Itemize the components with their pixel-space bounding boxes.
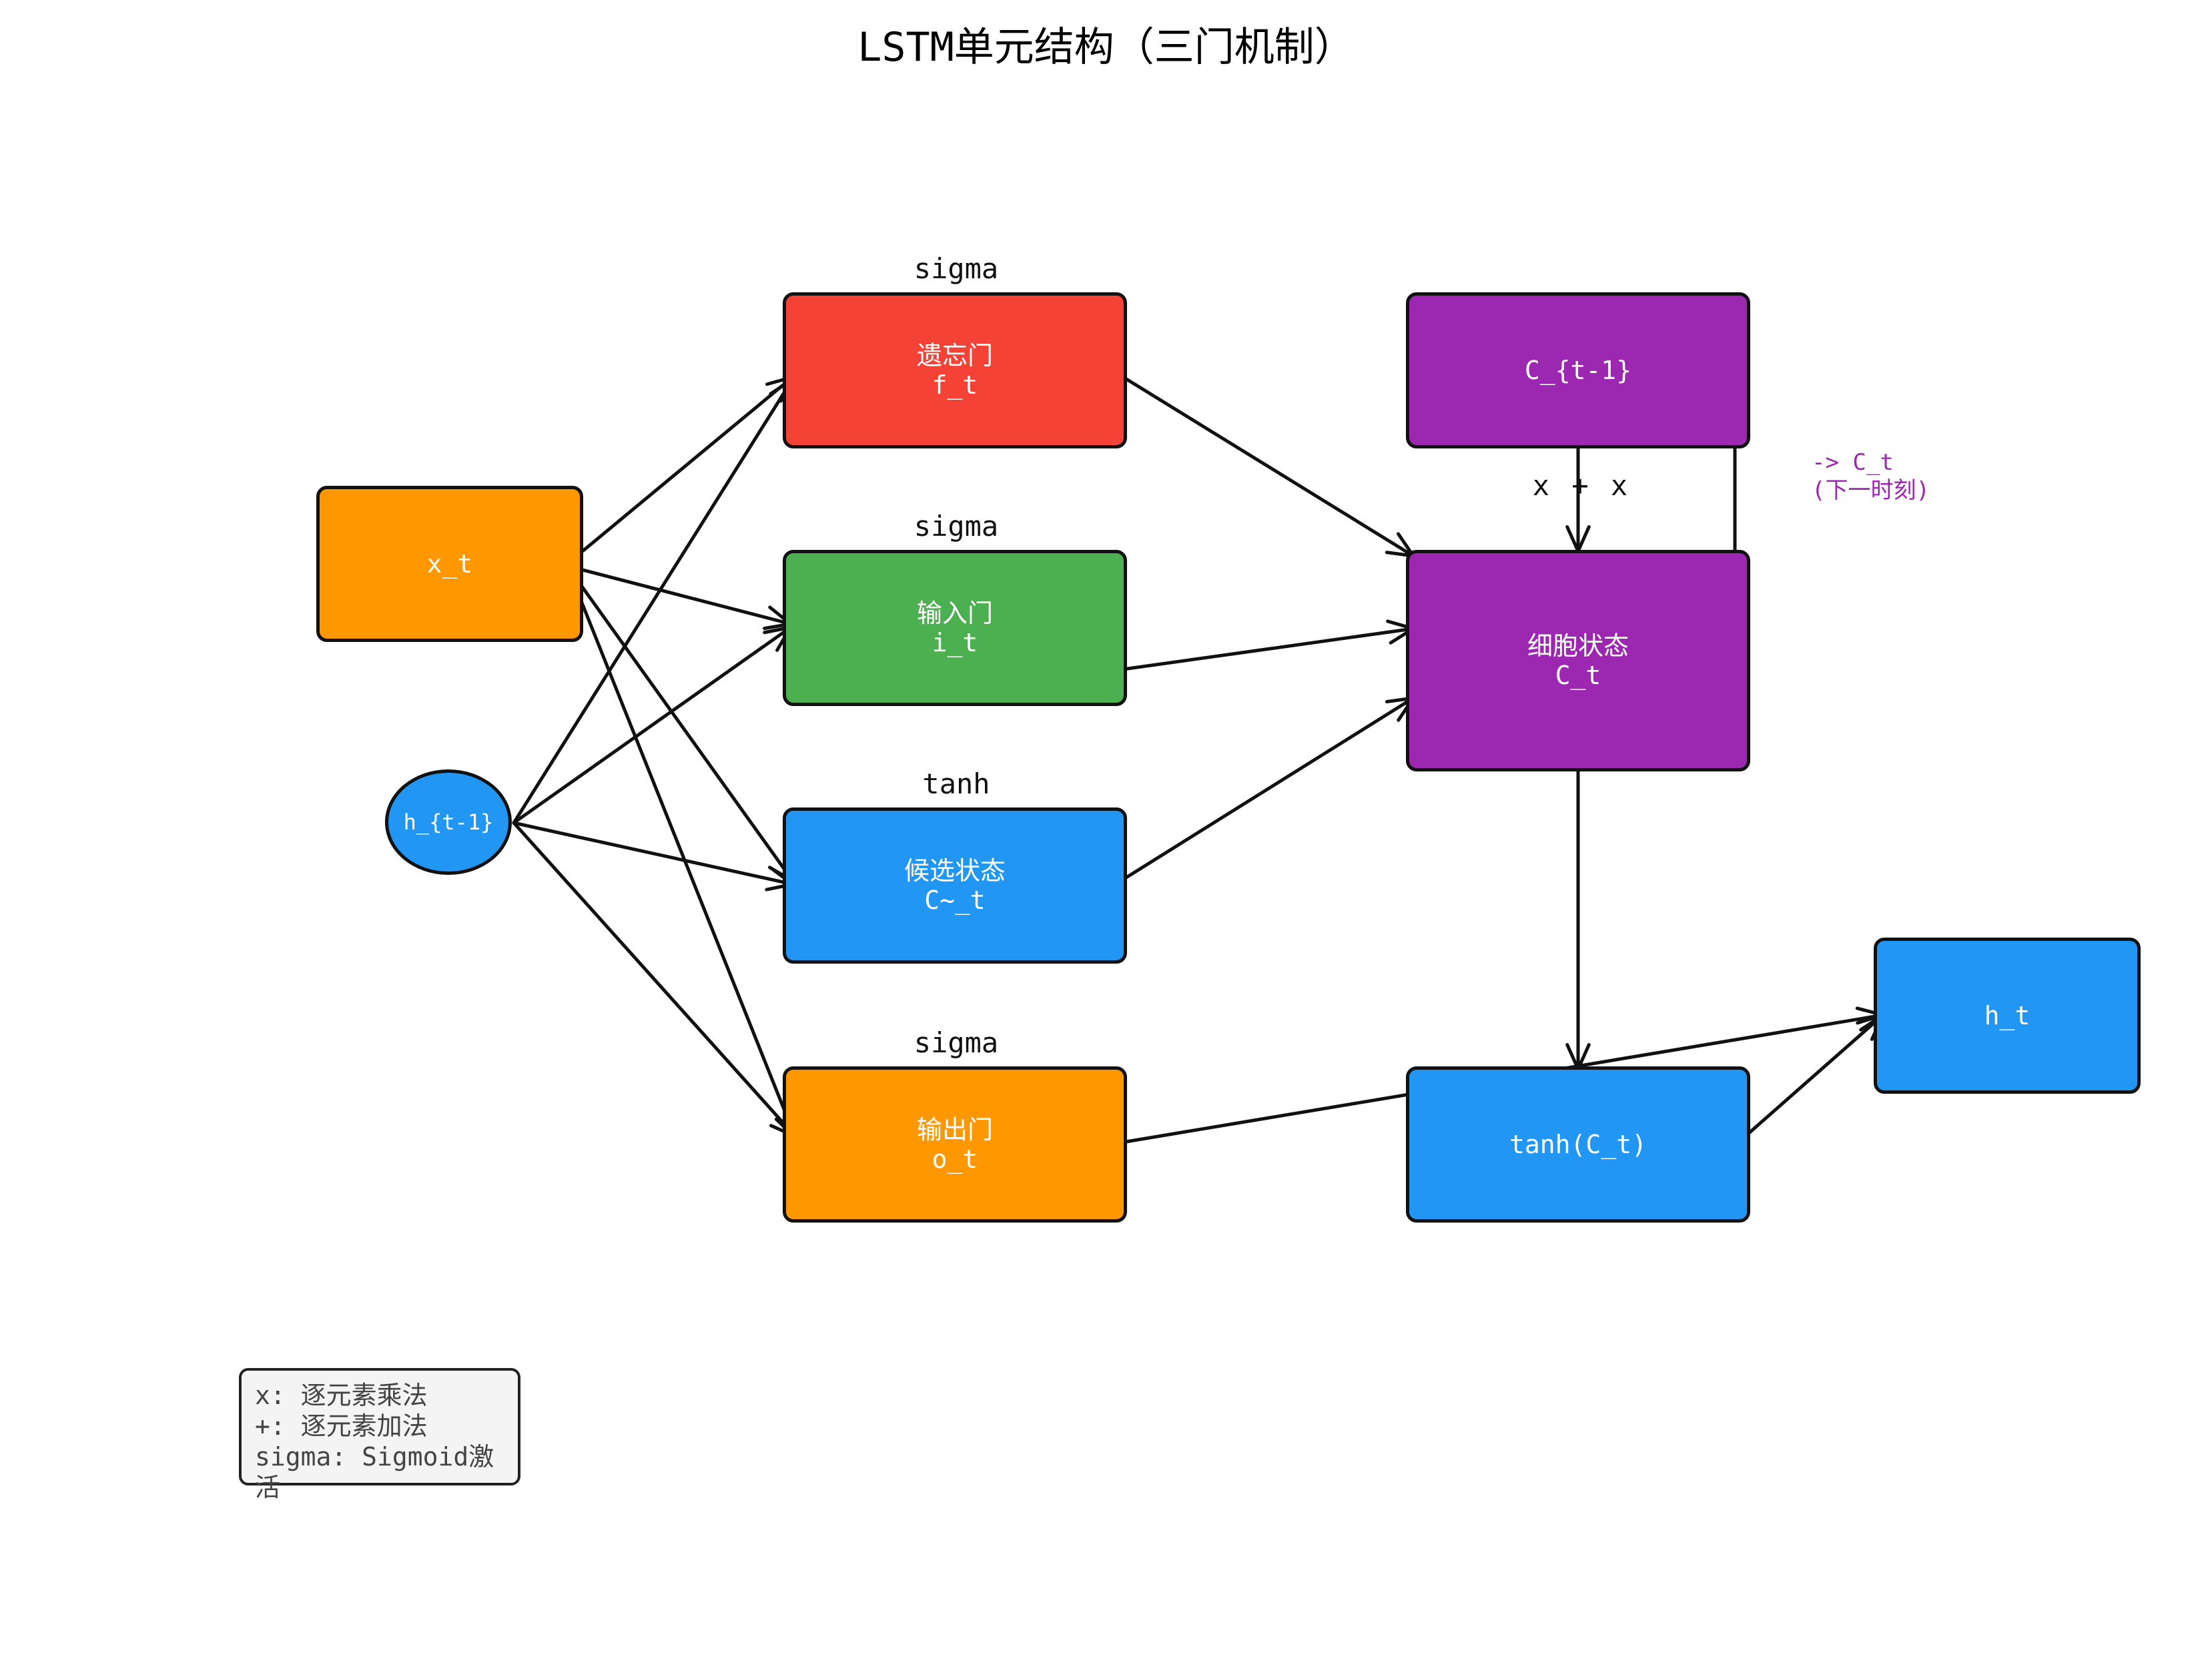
forget-gate-activation: sigma: [913, 252, 999, 285]
candidate-state-symbol: C~_t: [924, 886, 986, 915]
output-gate-activation: sigma: [913, 1026, 999, 1059]
h-prev-label: h_{t-1}: [403, 809, 494, 835]
candidate-activation: tanh: [922, 767, 990, 800]
next-step-line1: -> C_t: [1812, 449, 1894, 476]
input-gate-name: 输入门: [916, 599, 993, 628]
arrow-h-to-forget: [512, 377, 795, 825]
tanh-c-label: tanh(C_t): [1509, 1130, 1647, 1159]
output-gate-symbol: o_t: [932, 1144, 978, 1174]
legend-sigma: sigma: Sigmoid激活: [255, 1442, 494, 1502]
arrow-forget-to-cell: [1116, 372, 1415, 558]
input-gate-box: 输入门 i_t: [783, 550, 1127, 706]
c-prev-box: C_{t-1}: [1406, 292, 1750, 448]
candidate-state-name: 候选状态: [903, 856, 1006, 886]
forget-gate-name: 遗忘门: [916, 341, 993, 370]
x-t-node: x_t: [316, 486, 583, 642]
arrow-x-to-forget: [565, 375, 795, 566]
legend-multiply: x: 逐元素乘法: [255, 1381, 428, 1410]
h-t-label: h_t: [1984, 1001, 2031, 1030]
arrow-x-to-candidate: [565, 564, 795, 883]
ops-label: x + x: [1532, 469, 1631, 502]
cell-state-symbol: C_t: [1555, 661, 1601, 690]
arrow-h-to-output: [512, 821, 797, 1138]
cell-state-box: 细胞状态 C_t: [1406, 550, 1750, 771]
output-gate-box: 输出门 o_t: [783, 1066, 1127, 1223]
arrow-h-to-candidate: [512, 821, 795, 886]
cell-state-name: 细胞状态: [1527, 631, 1629, 661]
arrow-candidate-to-cell: [1116, 696, 1415, 885]
input-gate-symbol: i_t: [932, 628, 978, 657]
arrow-h-to-input: [512, 625, 793, 825]
x-t-label: x_t: [426, 549, 473, 579]
arrow-x-to-input: [565, 564, 793, 626]
c-prev-label: C_{t-1}: [1524, 356, 1632, 385]
output-gate-name: 输出门: [916, 1115, 993, 1144]
forget-gate-symbol: f_t: [932, 370, 978, 400]
legend-box: x: 逐元素乘法 +: 逐元素加法 sigma: Sigmoid激活: [239, 1368, 520, 1502]
next-step-label: -> C_t (下一时刻): [1812, 448, 1930, 505]
page-title: LSTM单元结构（三门机制）: [857, 24, 1355, 71]
h-prev-node: h_{t-1}: [385, 769, 512, 875]
arrow-tanh-to-ht: [1736, 1013, 1885, 1144]
forget-gate-box: 遗忘门 f_t: [783, 292, 1127, 448]
tanh-c-box: tanh(C_t): [1406, 1066, 1750, 1223]
legend-add: +: 逐元素加法: [255, 1411, 428, 1441]
arrow-x-to-output: [565, 564, 797, 1140]
h-t-box: h_t: [1874, 938, 2141, 1094]
next-step-line2: (下一时刻): [1812, 477, 1930, 504]
input-gate-activation: sigma: [913, 510, 999, 543]
candidate-state-box: 候选状态 C~_t: [783, 807, 1127, 964]
